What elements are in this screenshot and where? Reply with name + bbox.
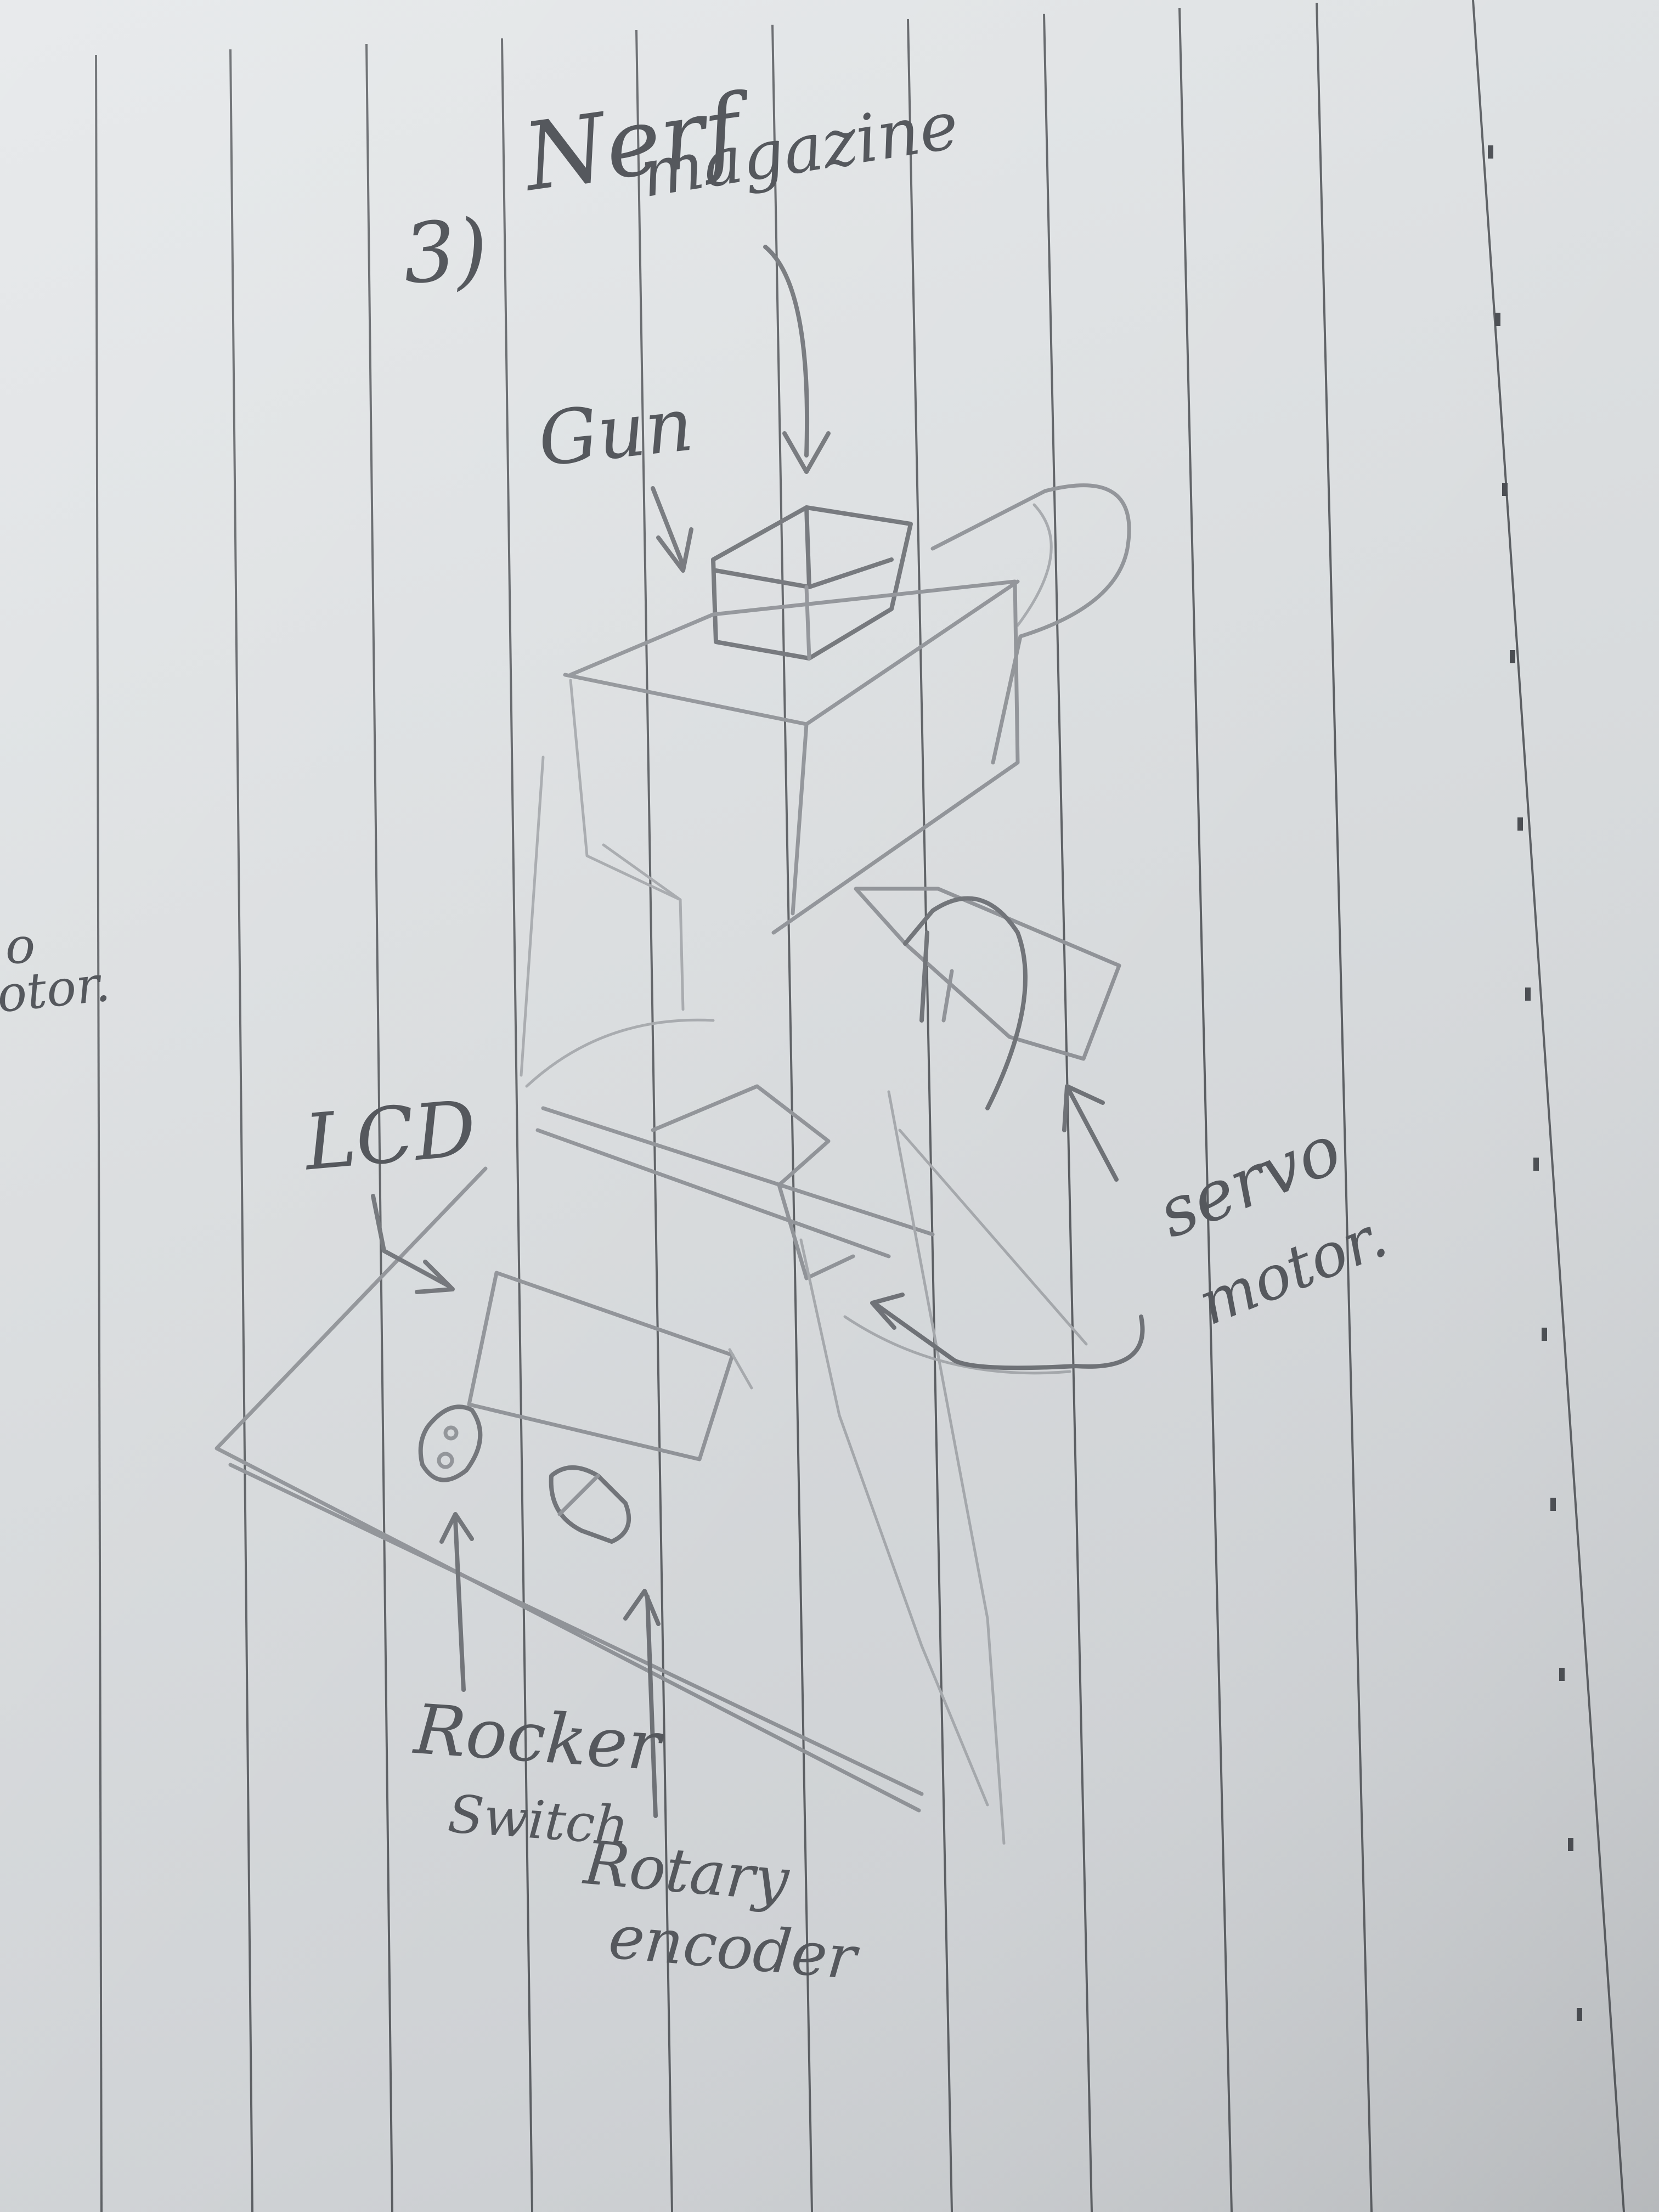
step-number-label: 3) (400, 208, 490, 296)
edge-text-line2: otor. (0, 959, 112, 1020)
rocker-label-line1: Rocker (412, 1695, 662, 1781)
rotary-label-line1: Rotary (582, 1832, 791, 1910)
gun-label: Gun (535, 387, 696, 477)
lcd-label: LCD (302, 1091, 479, 1182)
